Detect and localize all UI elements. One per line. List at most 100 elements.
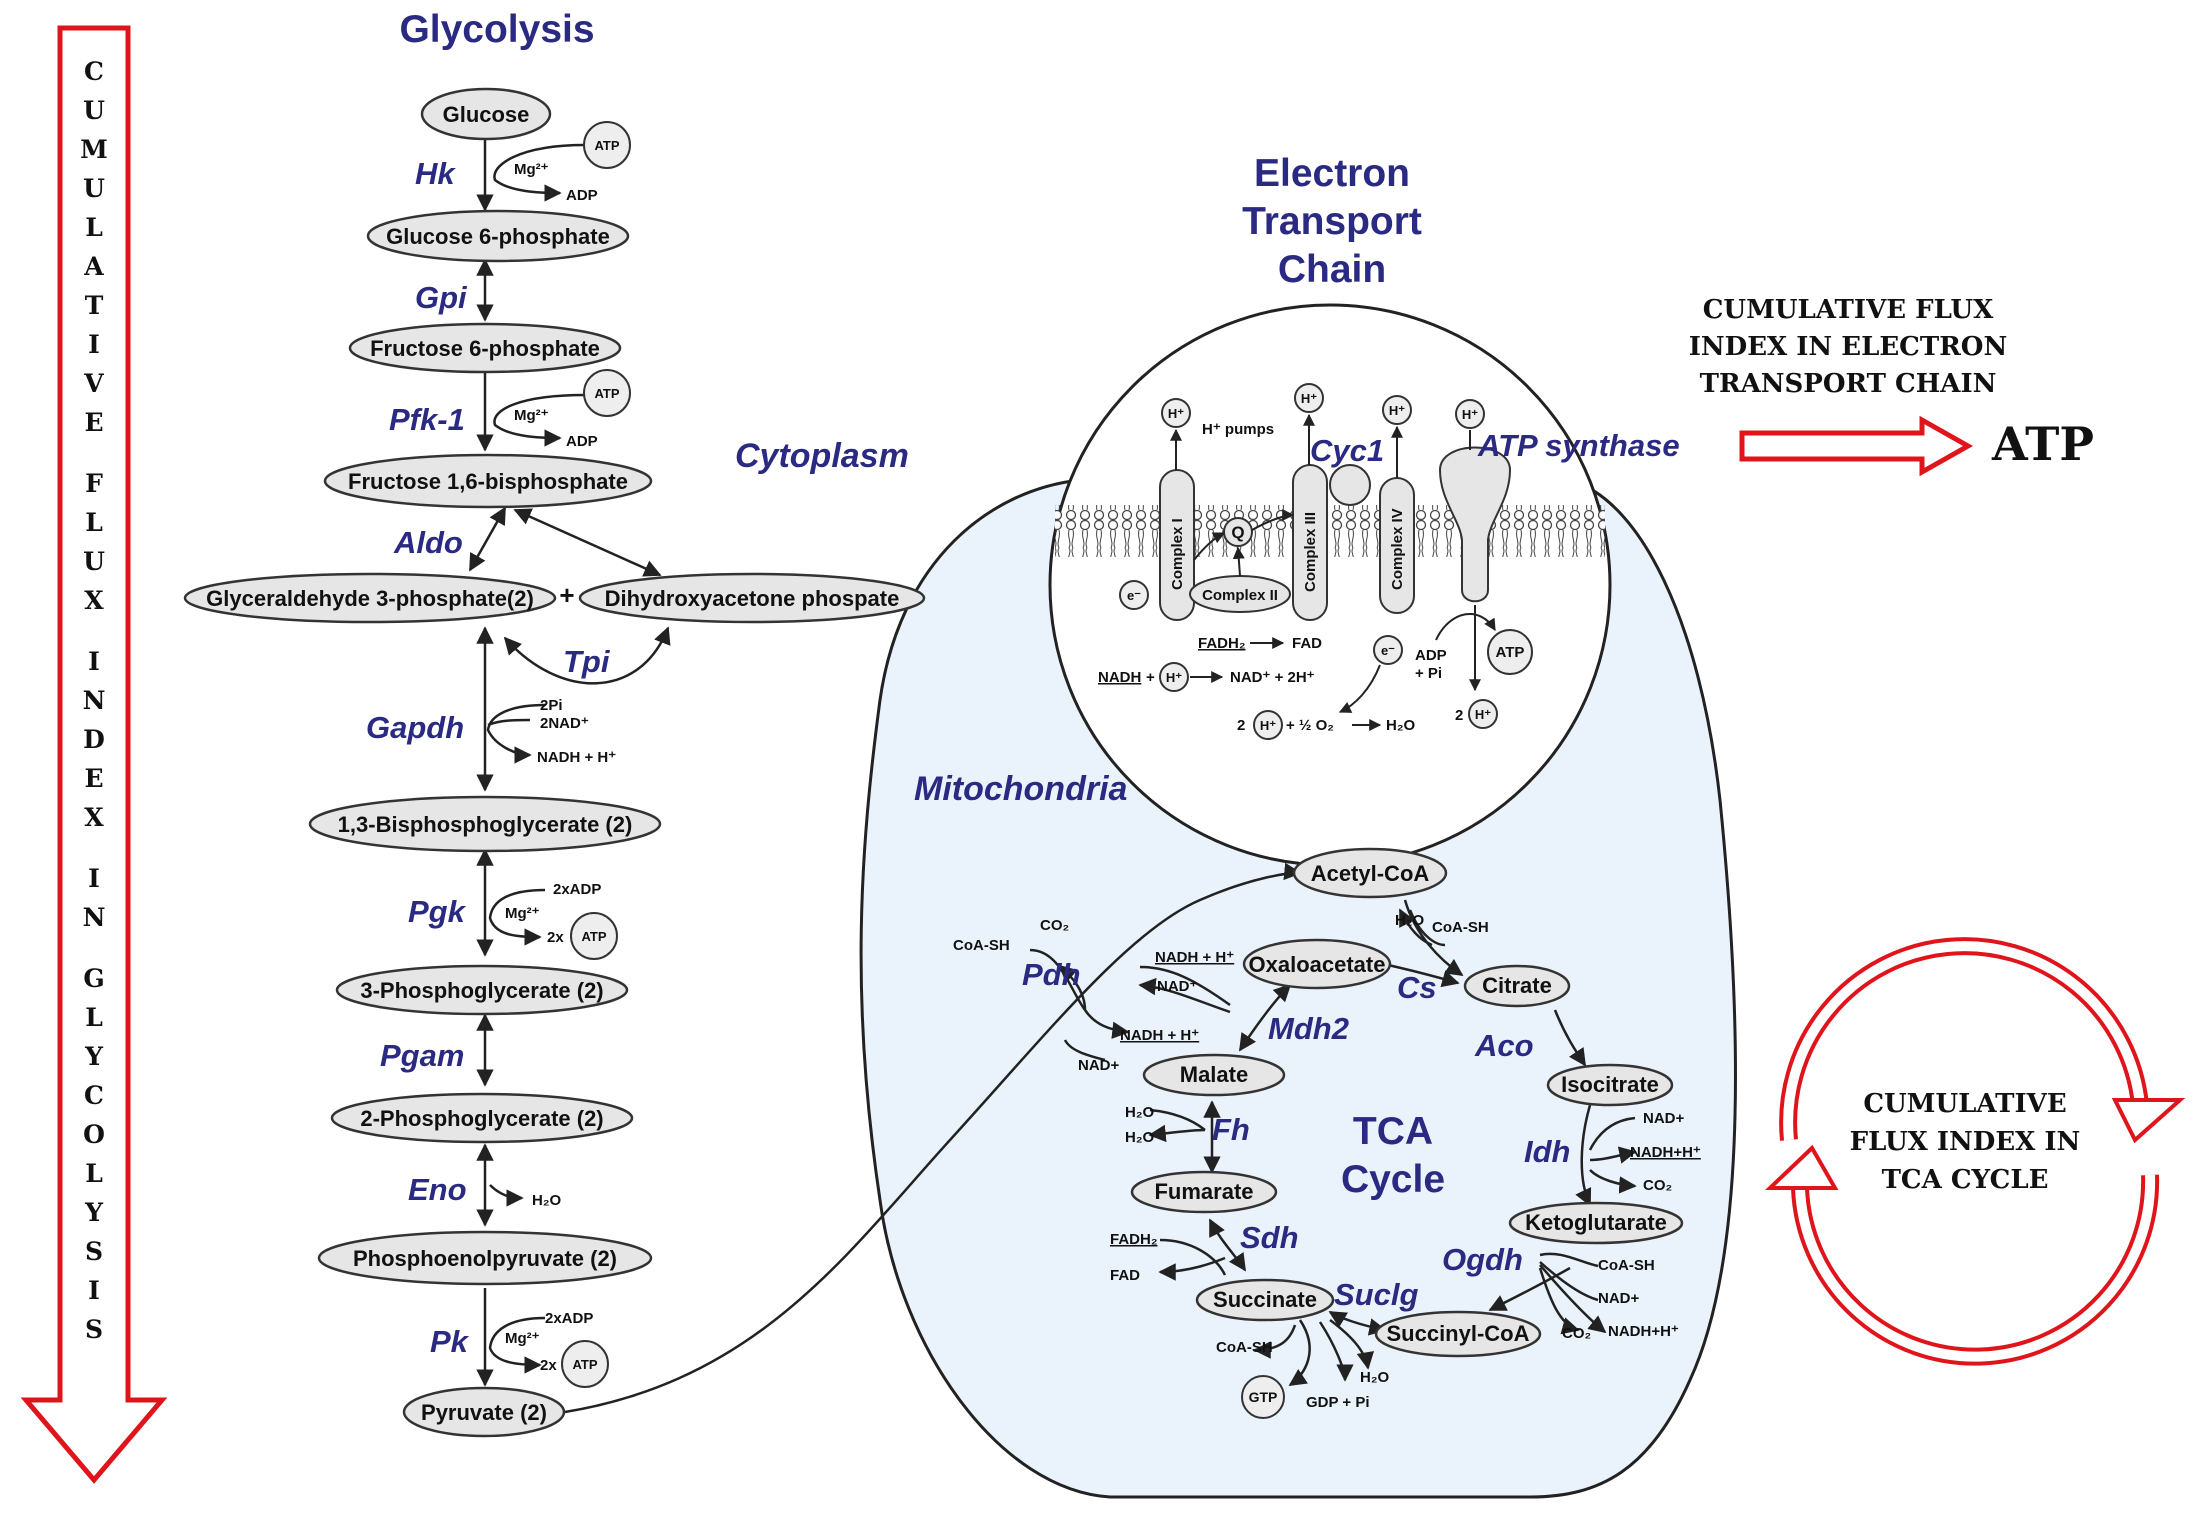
svg-text:Fructose 6-phosphate: Fructose 6-phosphate: [370, 336, 600, 361]
svg-text:Pyruvate (2): Pyruvate (2): [421, 1400, 547, 1425]
svg-text:2NAD⁺: 2NAD⁺: [540, 715, 589, 732]
svg-text:Mg²⁺: Mg²⁺: [514, 161, 549, 178]
svg-text:FAD: FAD: [1110, 1267, 1140, 1284]
svg-text:Citrate: Citrate: [1482, 973, 1552, 998]
etc-panel: Complex I Complex III Complex IV Complex…: [1048, 303, 1680, 867]
svg-text:ATP: ATP: [581, 929, 606, 944]
svg-text:2xADP: 2xADP: [553, 881, 601, 898]
svg-text:e⁻: e⁻: [1127, 588, 1141, 603]
enzyme-sdh: Sdh: [1240, 1220, 1299, 1255]
atp-synthase: [1438, 446, 1512, 603]
svg-text:+: +: [1146, 669, 1155, 686]
metabolite-dihydroxyacetone-phosphate: Dihydroxyacetone phospate: [578, 572, 926, 624]
etc-to-atp-arrow: [1739, 415, 1974, 477]
svg-text:ATP: ATP: [1496, 644, 1525, 661]
enzyme-fh: Fh: [1212, 1112, 1250, 1147]
etc-title-line2: Transport: [1242, 200, 1422, 243]
svg-text:Glucose 6-phosphate: Glucose 6-phosphate: [386, 224, 610, 249]
q-label: Q: [1231, 523, 1244, 542]
metabolite-2-phosphoglycerate: 2-Phosphoglycerate (2): [330, 1092, 634, 1144]
svg-text:Dihydroxyacetone phospate: Dihydroxyacetone phospate: [605, 586, 900, 611]
tca-title-line2: Cycle: [1341, 1158, 1445, 1201]
svg-text:CoA-SH: CoA-SH: [1598, 1257, 1655, 1274]
svg-text:ATP: ATP: [594, 138, 619, 153]
svg-text:ATP: ATP: [594, 386, 619, 401]
half-o2-label: + ½ O₂: [1286, 717, 1334, 734]
svg-text:Fructose 1,6-bisphosphate: Fructose 1,6-bisphosphate: [348, 469, 628, 494]
svg-text:H⁺: H⁺: [1389, 403, 1405, 418]
enzyme-aldo: Aldo: [393, 525, 463, 560]
enzyme-idh: Idh: [1524, 1134, 1571, 1169]
metabolite-fumarate: Fumarate: [1130, 1170, 1278, 1214]
svg-text:H₂O: H₂O: [1125, 1104, 1154, 1121]
metabolite-isocitrate: Isocitrate: [1546, 1063, 1674, 1107]
ubiquinone: [1223, 517, 1253, 547]
svg-text:H⁺: H⁺: [1475, 707, 1491, 722]
metabolite-glucose-6-phosphate: Glucose 6-phosphate: [366, 209, 630, 263]
membrane-bilayer: [1055, 505, 1605, 557]
svg-text:NAD⁺: NAD⁺: [1157, 978, 1197, 995]
svg-text:CO₂: CO₂: [1040, 917, 1069, 934]
enzyme-gapdh: Gapdh: [366, 710, 464, 745]
cytochrome-c: [1329, 464, 1371, 506]
svg-text:NAD+: NAD+: [1643, 1110, 1684, 1127]
svg-text:2: 2: [1455, 707, 1463, 724]
svg-text:NADH+H⁺: NADH+H⁺: [1630, 1144, 1701, 1161]
metabolite-acetyl-coa: Acetyl-CoA: [1292, 847, 1448, 899]
fadh2-label: FADH₂: [1198, 635, 1246, 652]
svg-text:H⁺: H⁺: [1166, 670, 1182, 685]
svg-text:H⁺: H⁺: [1301, 391, 1317, 406]
enzyme-cs: Cs: [1397, 970, 1437, 1005]
glycolysis-cofactors: ATP Mg²⁺ ADP ATP Mg²⁺ ADP 2Pi 2NAD⁺ NADH…: [505, 121, 631, 1388]
svg-text:CO₂: CO₂: [1643, 1177, 1672, 1194]
etc-adp-label: ADP: [1415, 647, 1447, 664]
nad-2h-label: NAD⁺ + 2H⁺: [1230, 669, 1315, 686]
complex-iii-label: Complex III: [1302, 512, 1319, 592]
etc-title-line1: Electron: [1254, 152, 1410, 195]
tca-cofactors: CoA-SH CO₂ NAD+ NADH + H⁺ NADH + H⁺ NAD⁺…: [953, 912, 1701, 1411]
glycolysis-arrows: [468, 134, 671, 1387]
pyruvate-to-acetylcoa-path: [564, 862, 1302, 1414]
metabolite-ketoglutarate: Ketoglutarate: [1508, 1201, 1684, 1245]
svg-text:Phosphoenolpyruvate (2): Phosphoenolpyruvate (2): [353, 1246, 617, 1271]
svg-text:3-Phosphoglycerate (2): 3-Phosphoglycerate (2): [360, 978, 603, 1003]
metabolite-pyruvate: Pyruvate (2): [402, 1386, 566, 1438]
svg-text:2x: 2x: [540, 1357, 557, 1374]
svg-text:CoA-SH: CoA-SH: [1432, 919, 1489, 936]
svg-text:Glucose: Glucose: [443, 102, 530, 127]
metabolite-phosphoenolpyruvate: Phosphoenolpyruvate (2): [317, 1230, 653, 1286]
tca-flux-label-line1: CUMULATIVE: [1863, 1089, 2066, 1119]
svg-text:H₂O: H₂O: [532, 1192, 561, 1209]
enzyme-pgam: Pgam: [380, 1038, 464, 1073]
svg-text:NAD+: NAD+: [1078, 1057, 1119, 1074]
svg-text:ADP: ADP: [566, 187, 598, 204]
svg-text:Mg²⁺: Mg²⁺: [514, 407, 549, 424]
etc-flux-label-line1: CUMULATIVE FLUX: [1703, 295, 1994, 325]
tca-flux-label-line2: FLUX INDEX IN: [1850, 1127, 2081, 1157]
enzyme-aco: Aco: [1474, 1028, 1534, 1063]
svg-text:Isocitrate: Isocitrate: [1561, 1072, 1659, 1097]
svg-text:Glyceraldehyde 3-phosphate(2): Glyceraldehyde 3-phosphate(2): [206, 586, 534, 611]
svg-text:H⁺: H⁺: [1168, 406, 1184, 421]
tca-arrows: [1029, 899, 1637, 1387]
svg-text:FADH₂: FADH₂: [1110, 1231, 1158, 1248]
metabolite-gtp: GTP: [1241, 1375, 1285, 1419]
enzyme-hk: Hk: [415, 156, 456, 191]
svg-text:H₂O: H₂O: [1125, 1129, 1154, 1146]
enzyme-pdh: Pdh: [1022, 957, 1081, 992]
enzyme-ogdh: Ogdh: [1442, 1242, 1523, 1277]
atp-output-label: ATP: [1991, 417, 2094, 471]
cytoplasm-label: Cytoplasm: [735, 437, 909, 475]
enzyme-pgk: Pgk: [408, 894, 467, 929]
enzyme-gpi: Gpi: [415, 280, 468, 315]
metabolite-succinate: Succinate: [1195, 1278, 1335, 1322]
svg-text:NADH + H⁺: NADH + H⁺: [537, 749, 616, 766]
enzyme-pfk1: Pfk-1: [389, 402, 465, 437]
complex-i-label: Complex I: [1169, 518, 1186, 590]
svg-text:Succinyl-CoA: Succinyl-CoA: [1386, 1321, 1529, 1346]
metabolite-oxaloacetate: Oxaloacetate: [1242, 938, 1392, 990]
